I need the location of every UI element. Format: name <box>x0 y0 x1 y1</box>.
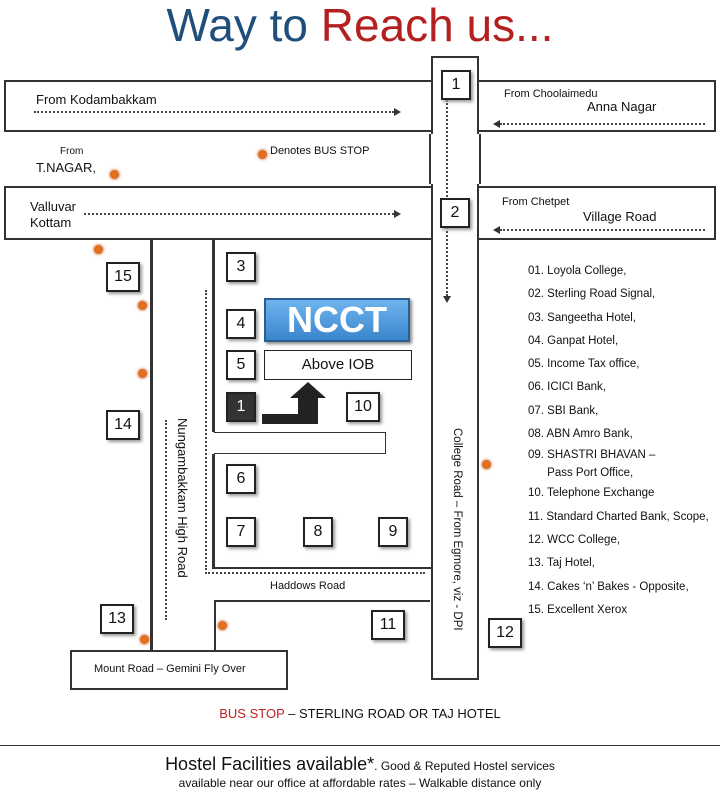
label-anna-nagar: Anna Nagar <box>587 99 657 114</box>
road-nungambakkam-left <box>150 240 153 650</box>
hostel-line1: . Good & Reputed Hostel services <box>374 759 555 773</box>
label-haddows: Haddows Road <box>270 580 346 592</box>
legend-item: 09. SHASTRI BHAVAN – <box>528 449 656 462</box>
marker-13: 13 <box>100 604 134 634</box>
marker-you-are-here: 1 <box>226 392 256 422</box>
label-from-tnagar: From <box>60 146 84 157</box>
legend-item: 07. SBI Bank, <box>528 404 599 417</box>
bus-stop-dot <box>482 460 491 469</box>
hostel-heading: Hostel Facilities available* <box>165 754 375 774</box>
bus-stop-info: BUS STOP – STERLING ROAD OR TAJ HOTEL <box>0 706 720 721</box>
bus-stop-label: BUS STOP <box>219 706 285 721</box>
legend-item: 08. ABN Amro Bank, <box>528 428 633 441</box>
label-college-road: College Road – From Egmore, viz - DPI <box>451 428 463 631</box>
marker-12: 12 <box>488 618 522 648</box>
label-tnagar: T.NAGAR, <box>36 160 96 175</box>
marker-9: 9 <box>378 517 408 547</box>
road-nungambakkam-right-2 <box>212 454 215 569</box>
title-way: Way to <box>166 0 321 51</box>
road-kodambakkam <box>4 80 434 132</box>
marker-10: 10 <box>346 392 380 422</box>
road-village-road <box>476 186 716 240</box>
marker-3: 3 <box>226 252 256 282</box>
road-mount <box>70 650 288 690</box>
legend-item: 01. Loyola College, <box>528 265 627 277</box>
bus-stop-dot-legend <box>258 150 267 159</box>
hostel-line2: available near our office at affordable … <box>178 776 542 790</box>
bus-stop-dot <box>110 170 119 179</box>
title-reach: Reach us... <box>320 0 554 51</box>
marker-4: 4 <box>226 309 256 339</box>
bus-stop-dot <box>138 369 147 378</box>
arrow-west-1 <box>493 120 500 128</box>
label-valluvar: Valluvar <box>30 199 77 214</box>
arrow-west-2 <box>493 226 500 234</box>
legend-item: 04. Ganpat Hotel, <box>528 334 619 347</box>
arrow-east-1 <box>394 108 401 116</box>
marker-11: 11 <box>371 610 405 640</box>
ncct-office-sign: NCCT <box>264 298 410 342</box>
dotted-inner <box>205 290 207 570</box>
arrow-east-2 <box>394 210 401 218</box>
dotted-haddows <box>205 572 425 574</box>
label-bus-stop-note: Denotes BUS STOP <box>270 145 370 157</box>
legend-item: 02. Sterling Road Signal, <box>528 288 656 301</box>
legend-item: 14. Cakes ‘n’ Bakes - Opposite, <box>528 580 689 593</box>
legend-item: 10. Telephone Exchange <box>528 487 655 500</box>
marker-2-sterling: 2 <box>440 198 470 228</box>
bus-stop-dot <box>138 301 147 310</box>
marker-14: 14 <box>106 410 140 440</box>
legend-item: 05. Income Tax office, <box>528 358 640 371</box>
label-mount-road: Mount Road – Gemini Fly Over <box>94 663 246 675</box>
arrow-south <box>443 296 451 303</box>
label-nungambakkam: Nungambakkam High Road <box>175 418 190 578</box>
legend-item: 12. WCC College, <box>528 533 621 546</box>
hostel-info: Hostel Facilities available*. Good & Rep… <box>0 754 720 792</box>
legend-item: Pass Port Office, <box>528 467 634 480</box>
marker-5: 5 <box>226 350 256 380</box>
marker-1-loyola: 1 <box>441 70 471 100</box>
page-title: Way to Reach us... <box>0 0 720 50</box>
bus-stop-dot <box>94 245 103 254</box>
dotted-village <box>500 229 705 231</box>
label-from-choolaimedu: From Choolaimedu <box>504 88 598 100</box>
road-nungambakkam-right <box>212 240 215 432</box>
legend-item: 03. Sangeetha Hotel, <box>528 311 637 324</box>
label-from-kodambakkam: From Kodambakkam <box>36 92 157 107</box>
haddows-bottom <box>214 600 430 602</box>
above-iob-label: Above IOB <box>264 350 412 380</box>
marker-8: 8 <box>303 517 333 547</box>
route-arrow-icon <box>262 382 326 424</box>
landmark-legend: 01. Loyola College, 02. Sterling Road Si… <box>528 260 709 622</box>
marker-6: 6 <box>226 464 256 494</box>
bus-stop-text: – STERLING ROAD OR TAJ HOTEL <box>284 706 501 721</box>
bus-stop-dot <box>140 635 149 644</box>
bus-stop-dot <box>218 621 227 630</box>
label-kottam: Kottam <box>30 215 72 230</box>
legend-item: 06. ICICI Bank, <box>528 381 606 394</box>
dotted-anna-nagar <box>500 123 705 125</box>
junction-cover-3 <box>429 134 481 184</box>
dotted-nungambakkam <box>165 420 167 620</box>
legend-item: 13. Taj Hotel, <box>528 557 595 570</box>
legend-item: 15. Excellent Xerox <box>528 603 628 616</box>
dotted-kodambakkam <box>34 111 394 113</box>
label-from-chetpet: From Chetpet <box>502 196 570 208</box>
marker-15: 15 <box>106 262 140 292</box>
label-village-road: Village Road <box>583 209 657 224</box>
dotted-valluvar <box>84 213 394 215</box>
marker-7: 7 <box>226 517 256 547</box>
divider <box>0 745 720 746</box>
haddows-top <box>212 567 432 569</box>
haddows-left <box>214 600 216 650</box>
side-street <box>214 432 386 454</box>
legend-item: 11. Standard Charted Bank, Scope, <box>528 510 709 523</box>
